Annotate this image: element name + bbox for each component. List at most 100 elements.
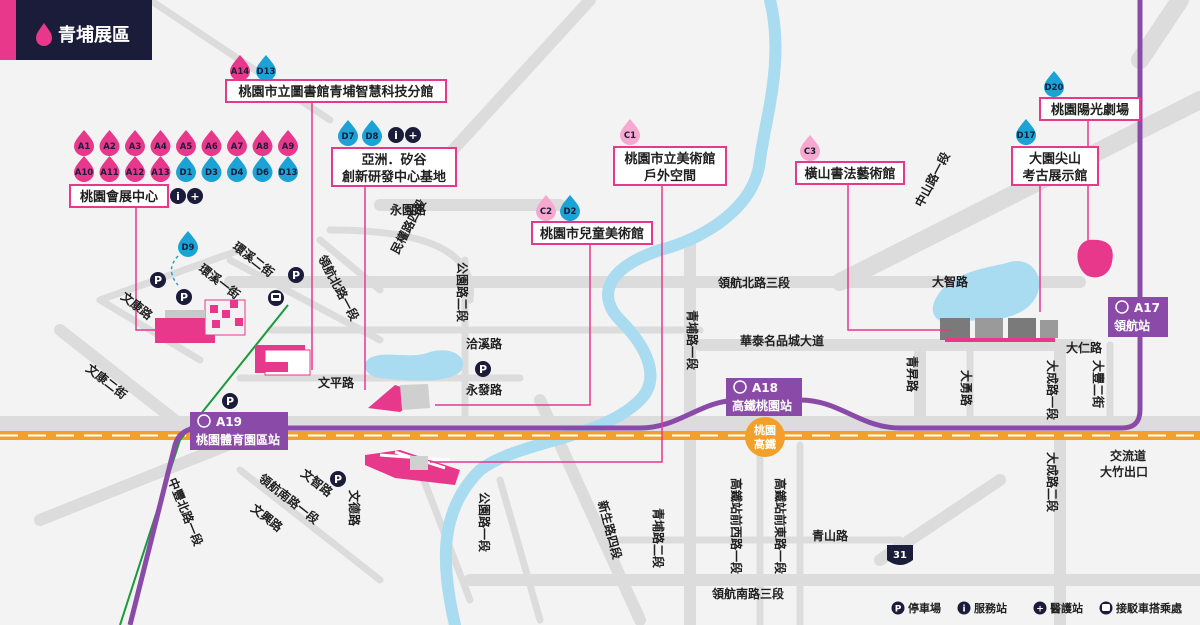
svg-text:i: i (962, 605, 965, 615)
badge-label: D7 (342, 132, 355, 142)
road-label-jiaotong-2: 大竹出口 (1100, 464, 1148, 479)
svg-text:P: P (479, 363, 487, 376)
badge-label: D3 (205, 168, 218, 178)
callout-label[interactable]: 桃園陽光劇場 (1039, 97, 1141, 121)
parking-icon[interactable]: P (288, 267, 304, 283)
road-label-gongyuan1: 公園路一段 (477, 492, 492, 553)
green-rail (119, 304, 289, 625)
badge-a3: A3 (125, 130, 145, 156)
badge-a4: A4 (150, 130, 171, 156)
callout-label[interactable]: 橫山書法藝術館 (795, 161, 905, 185)
callout-text: 大園尖山 (1029, 151, 1081, 167)
parking-icon[interactable]: P (176, 289, 192, 305)
svg-text:+: + (408, 129, 417, 142)
medical-icon (1033, 601, 1047, 615)
badge-d4: D4 (227, 156, 247, 182)
badge-label: A8 (256, 142, 269, 152)
badge-a5: A5 (176, 130, 196, 156)
legend-label: 醫護站 (1050, 601, 1083, 615)
badge-label: D20 (1045, 83, 1064, 93)
station-name: 桃園體育園區站 (196, 432, 280, 447)
parking-icon[interactable]: P (475, 361, 491, 377)
road-label-gaotie-east: 高鐵站前東路一段 (773, 478, 788, 575)
station-a17[interactable]: A17 領航站 (1108, 297, 1168, 337)
badge-label: A6 (205, 142, 218, 152)
title-banner: 青埔展區 (0, 0, 152, 60)
legend-label: 停車場 (908, 601, 941, 615)
badge-label: D17 (1017, 131, 1036, 141)
svg-text:i: i (176, 190, 180, 203)
badge-a9: A9 (278, 130, 298, 156)
badge-d1: D1 (176, 156, 196, 182)
lake-east (932, 260, 1040, 323)
badge-label: A3 (129, 142, 142, 152)
badge-label: C2 (540, 207, 552, 217)
badge-label: A14 (231, 67, 249, 77)
station-a19[interactable]: A19 桃園體育園區站 (190, 412, 288, 450)
badge-label: C1 (624, 131, 636, 141)
callout-text: 桃園市立圖書館青埔智慧科技分館 (238, 84, 433, 100)
badge-a11: A11 (99, 156, 120, 182)
badge-label: A10 (75, 168, 93, 178)
medical-icon: + (187, 188, 203, 204)
callout-children: C2 D2 桃園市兒童美術館 (531, 195, 653, 245)
badge-d2: D2 (560, 195, 580, 221)
badge-a13: A13 (150, 156, 171, 182)
road-label-jiaotong-1: 交流道 (1110, 448, 1146, 463)
badge-a14: A14 (230, 55, 250, 81)
badge-label: A4 (154, 142, 167, 152)
road-label-qingshan: 青山路 (812, 528, 849, 543)
station-code: A18 (752, 381, 778, 395)
callout-text: 桃園陽光劇場 (1051, 102, 1129, 118)
hengshan-building (940, 318, 1058, 342)
callout-label[interactable]: 桃園市立圖書館青埔智慧科技分館 (225, 79, 447, 103)
station-code: A17 (1134, 301, 1160, 315)
badge-label: D2 (564, 207, 577, 217)
callout-lines (135, 102, 1089, 463)
callout-label[interactable]: 桃園會展中心 (69, 184, 169, 208)
badge-label: D8 (366, 132, 379, 142)
station-name: 高鐵桃園站 (732, 398, 792, 413)
badge-d13: D13 (278, 156, 298, 182)
mrt-logo-icon (1115, 300, 1129, 314)
river (439, 0, 782, 625)
badge-label: D9 (182, 243, 195, 253)
badge-d3: D3 (201, 156, 222, 182)
station-a18[interactable]: A18 高鐵桃園站 (726, 378, 802, 416)
badge-label: D13 (257, 67, 276, 77)
drop-icon (36, 23, 52, 46)
parking-icon[interactable]: P (150, 272, 166, 288)
svg-text:+: + (1036, 605, 1044, 615)
lake-west (364, 350, 464, 381)
shuttle-bus-icon[interactable] (268, 290, 284, 306)
callout-text: 橫山書法藝術館 (804, 166, 895, 182)
callout-label[interactable]: 桃園市兒童美術館 (531, 221, 653, 245)
legend-item-medical: + 醫護站 (1033, 601, 1083, 615)
info-icon: i (170, 188, 186, 204)
road-label-dacheng1: 大成路一段 (1045, 360, 1060, 421)
badge-label: A5 (180, 142, 193, 152)
road-label-wenping: 文平路 (318, 375, 355, 390)
badge-a6: A6 (201, 130, 222, 156)
svg-text:P: P (180, 291, 188, 304)
road-label-dacheng2: 大成路二段 (1045, 452, 1060, 513)
hsr-name-1: 桃園 (754, 423, 776, 437)
buildings (155, 239, 1113, 485)
hsr-station[interactable]: 桃園 高鐵 (745, 417, 785, 457)
badge-a10: A10 (74, 156, 94, 182)
parking-icon[interactable]: P (330, 471, 346, 487)
road-label-linghang-south: 領航南路三段 (711, 586, 785, 601)
callout-text: 考古展示館 (1022, 168, 1087, 184)
road-label-dafeng: 大豐二街 (1091, 360, 1106, 408)
badge-c2: C2 (536, 195, 556, 221)
callout-sunlight: D20 桃園陽光劇場 (1039, 71, 1141, 121)
parking-icon[interactable]: P (222, 393, 238, 409)
